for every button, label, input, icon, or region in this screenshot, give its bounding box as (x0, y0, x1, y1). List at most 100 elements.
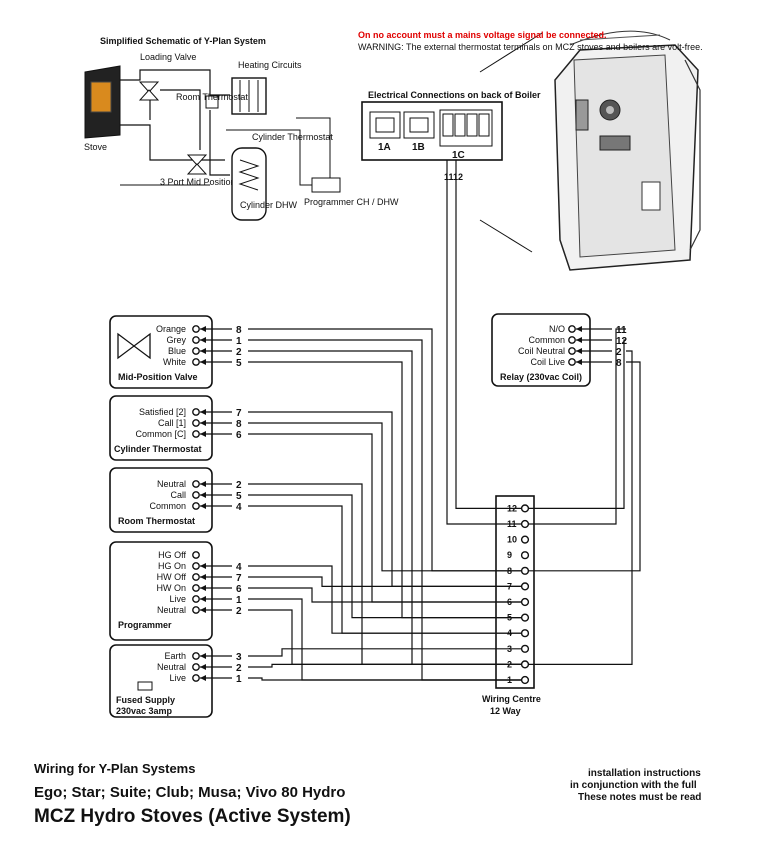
relay-wire-number: 2 (616, 347, 622, 358)
relay-wire-number: 12 (616, 336, 628, 347)
programmer-arrow (200, 574, 206, 580)
supply-box (109, 644, 213, 718)
schematic-cyl-stat: Cylinder Thermostat (252, 132, 333, 142)
supply-title1: Fused Supply (116, 695, 175, 705)
valve-arrow (200, 359, 206, 365)
relay-terminal (568, 358, 576, 366)
valve-item-label: Orange (156, 324, 186, 334)
supply-arrow (200, 675, 206, 681)
wc-title1: Wiring Centre (482, 694, 541, 704)
programmer-item-label: HW Off (157, 572, 187, 582)
valve-item-label: White (163, 357, 186, 367)
programmer-wire-number: 7 (236, 573, 242, 584)
cyl_stat-item-label: Satisfied [2] (139, 407, 186, 417)
relay-wire-number: 11 (616, 325, 627, 336)
programmer-item-label: HG Off (158, 550, 186, 560)
room_stat-arrow (200, 481, 206, 487)
programmer-item-label: HW On (156, 583, 186, 593)
relay-bus-wire-12 (529, 339, 626, 509)
relay-bus-wire-8 (529, 361, 641, 572)
bus-wires (248, 182, 641, 681)
boiler-wire-12: 12 (453, 172, 463, 182)
schematic-midvalve: 3 Port Mid Position Valve (160, 177, 260, 187)
schematic: Simplified Schematic of Y-Plan System St… (84, 36, 399, 221)
wc-terminal-1 (520, 675, 530, 685)
room_stat-item-label: Neutral (157, 479, 186, 489)
valve-box (109, 315, 213, 389)
boiler-title: Electrical Connections on back of Boiler (368, 90, 541, 100)
wiring-centre-box (495, 495, 535, 689)
warning: On no account must a mains voltage signa… (358, 30, 703, 52)
supply-item-label: Live (169, 673, 186, 683)
wc-terminal-2 (520, 660, 530, 669)
relay-item-label: Coil Neutral (518, 346, 565, 356)
schematic-loading-valve: Loading Valve (140, 52, 196, 62)
cyl_stat-wire-number: 7 (236, 408, 242, 419)
notes-line3: installation instructions (588, 768, 701, 779)
notes-line2: in conjunction with the full (570, 780, 697, 791)
wc-terminal-7 (520, 582, 530, 591)
programmer-arrow (200, 563, 206, 569)
relay-arrow (576, 359, 582, 365)
wc-terminal-3 (520, 644, 530, 653)
relay-item-label: N/O (549, 324, 565, 334)
schematic-stove-label: Stove (84, 142, 107, 152)
supply-wire-number: 2 (236, 663, 242, 674)
cyl_stat-arrow (200, 420, 206, 426)
cyl_stat-arrow (200, 409, 206, 415)
boiler-unit (554, 30, 701, 271)
cyl_stat-item-label: Call [1] (158, 418, 186, 428)
programmer-box (109, 541, 213, 641)
programmer-arrow (200, 585, 206, 591)
wc-terminal-10 (520, 535, 530, 544)
wc-terminal-5 (520, 613, 530, 622)
valve-terminal (192, 336, 200, 344)
programmer-wire-number: 6 (236, 584, 242, 595)
bus-wire-5 (248, 361, 521, 619)
supply-arrow (200, 653, 206, 659)
bus-wire-7 (248, 411, 521, 587)
boiler-wire-11: 11 (444, 172, 454, 182)
room_stat-wire-number: 5 (236, 491, 242, 502)
cyl_stat-arrow (200, 431, 206, 437)
valve-terminal (192, 325, 200, 333)
boiler-wire-11-line (446, 182, 521, 525)
schematic-room-stat: Room Thermostat (176, 92, 248, 102)
relay-bus-wire-2 (529, 350, 633, 665)
wc-title2: 12 Way (490, 706, 521, 716)
bus-wire-3 (248, 648, 521, 657)
bus-wire-8 (248, 422, 521, 572)
bus-wire-1 (248, 598, 521, 681)
wc-terminal-11 (520, 519, 530, 529)
room_stat-item-label: Common (149, 501, 186, 511)
wc-terminal-label: 9 (507, 550, 512, 560)
supply-terminal (192, 652, 200, 660)
supply-terminal (192, 663, 200, 671)
valve-item-label: Blue (168, 346, 186, 356)
programmer-wire-number: 4 (236, 562, 242, 573)
programmer-arrow (200, 596, 206, 602)
schematic-heating: Heating Circuits (238, 60, 302, 70)
programmer-terminal (192, 551, 200, 559)
relay-box (491, 313, 591, 387)
valve-wire-number: 1 (236, 336, 242, 347)
title-line1: MCZ Hydro Stoves (Active System) (34, 806, 351, 827)
programmer-title: Programmer (118, 620, 172, 630)
cyl_stat-terminal (192, 419, 200, 427)
valve-item-label: Grey (166, 335, 186, 345)
boiler-connections: Electrical Connections on back of Boiler… (361, 90, 541, 182)
programmer-terminal (192, 606, 200, 614)
valve-terminal (192, 358, 200, 366)
wc-terminal-6 (520, 597, 530, 607)
valve-wire-number: 5 (236, 358, 242, 369)
programmer-arrow (200, 607, 206, 613)
relay-item-label: Common (528, 335, 565, 345)
title-line2: Ego; Star; Suite; Club; Musa; Vivo 80 Hy… (34, 784, 345, 801)
supply-terminal (192, 674, 200, 682)
room_stat-terminal (192, 480, 200, 488)
cyl_stat-wire-number: 6 (236, 430, 242, 441)
programmer-terminal (192, 562, 200, 570)
